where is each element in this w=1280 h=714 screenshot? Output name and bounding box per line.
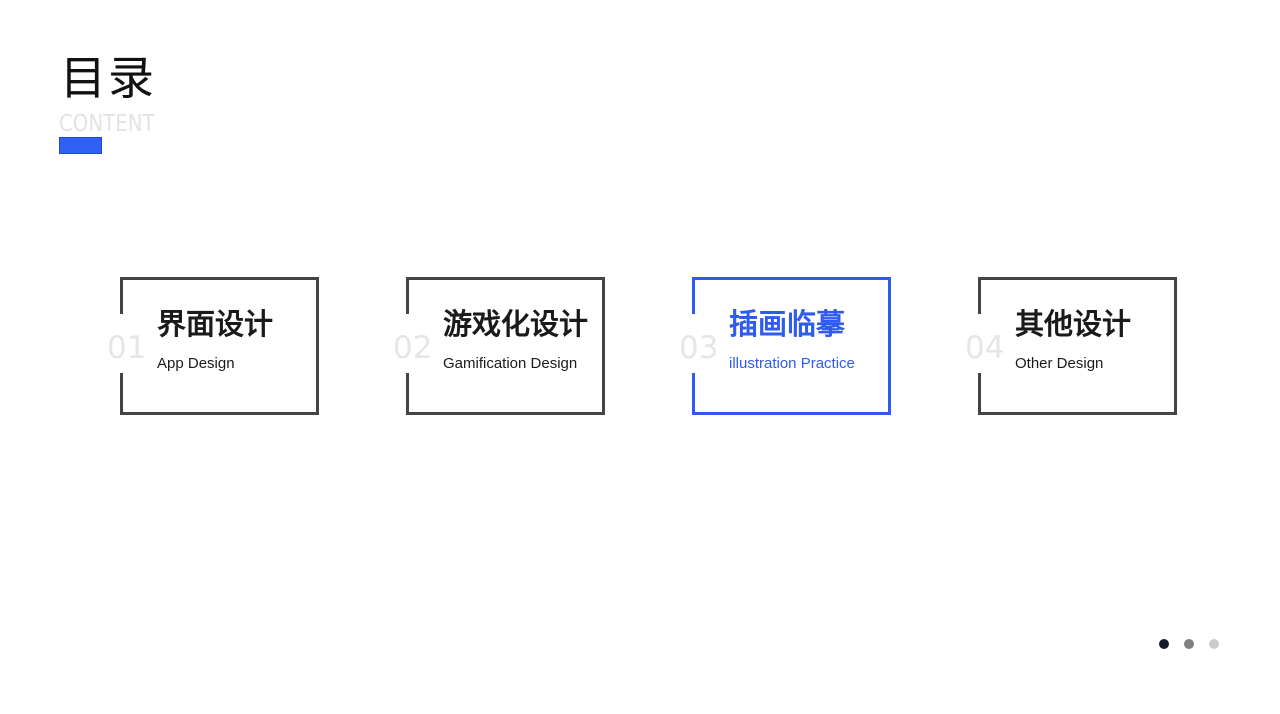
item-title-cn: 其他设计	[1015, 307, 1132, 341]
page-subtitle: CONTENT	[59, 111, 155, 137]
pagination-dots	[1159, 639, 1219, 649]
item-title-en: Gamification Design	[443, 355, 578, 372]
toc-item-illustration-practice[interactable]: 03 插画临摹 illustration Practice	[679, 277, 891, 415]
pagination-dot-1[interactable]	[1159, 639, 1169, 649]
item-number: 02	[393, 330, 433, 366]
item-title-cn: 插画临摹	[729, 307, 846, 341]
pagination-dot-2[interactable]	[1184, 639, 1194, 649]
item-title-en: App Design	[157, 355, 235, 372]
pagination-dot-3[interactable]	[1209, 639, 1219, 649]
item-number: 01	[107, 330, 147, 366]
page-title: 目录	[60, 51, 156, 105]
toc-item-other-design[interactable]: 04 其他设计 Other Design	[965, 277, 1177, 415]
item-title-cn: 游戏化设计	[443, 307, 589, 341]
item-number: 03	[679, 330, 719, 366]
accent-bar	[59, 137, 102, 154]
toc-item-gamification-design[interactable]: 02 游戏化设计 Gamification Design	[393, 277, 605, 415]
item-title-en: Other Design	[1015, 355, 1104, 372]
item-number: 04	[965, 330, 1005, 366]
item-title-en: illustration Practice	[729, 355, 855, 372]
toc-item-app-design[interactable]: 01 界面设计 App Design	[107, 277, 319, 415]
item-title-cn: 界面设计	[157, 307, 274, 341]
